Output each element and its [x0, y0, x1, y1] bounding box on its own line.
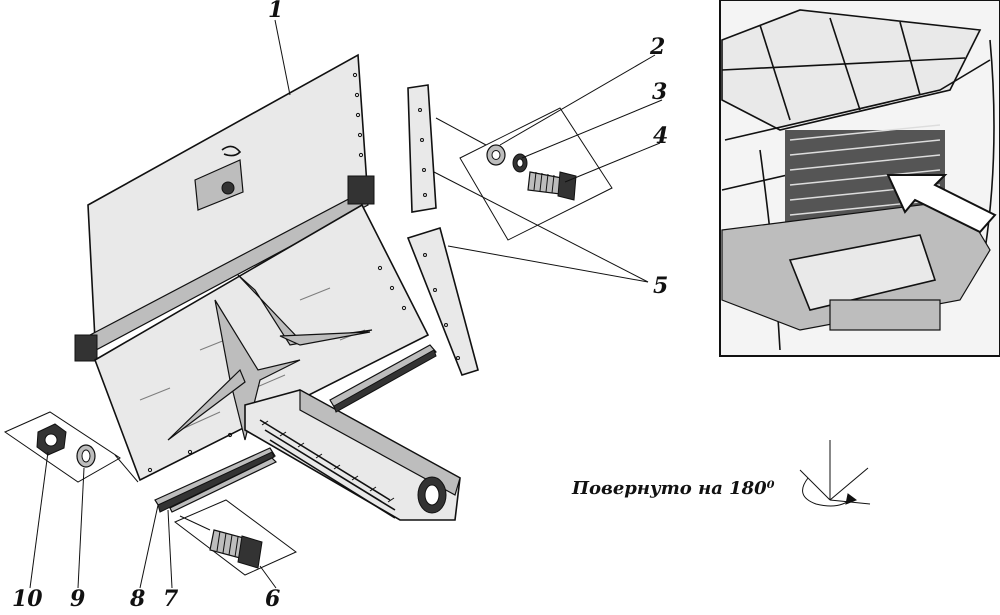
side-strips — [406, 84, 479, 376]
duct-beam — [244, 388, 461, 521]
bolt-icon-2 — [209, 529, 263, 569]
fastener-group-left — [3, 411, 139, 483]
bolt-icon — [527, 171, 577, 201]
pointer-arrow-icon — [886, 174, 997, 234]
callout-6: 6 — [265, 586, 280, 612]
rotation-axis-icon — [799, 440, 871, 507]
callout-7: 7 — [163, 586, 179, 612]
fastener-group-bottom — [174, 499, 297, 576]
leader-lines — [29, 19, 663, 589]
inset-assembled-view — [719, 0, 1000, 357]
rotation-caption: Повернуто на 180⁰ — [571, 478, 775, 499]
upper-panel — [74, 53, 375, 362]
callout-3: 3 — [652, 79, 667, 105]
callout-1: 1 — [268, 0, 283, 23]
callout-2: 2 — [649, 34, 665, 60]
callout-5: 5 — [653, 273, 668, 299]
callout-4: 4 — [653, 123, 668, 149]
callout-10: 10 — [12, 586, 43, 612]
fastener-group-top — [435, 107, 613, 241]
angle-strips — [154, 344, 437, 513]
callout-9: 9 — [70, 586, 85, 612]
gusset-ribs — [167, 274, 373, 441]
callout-8: 8 — [129, 586, 145, 612]
